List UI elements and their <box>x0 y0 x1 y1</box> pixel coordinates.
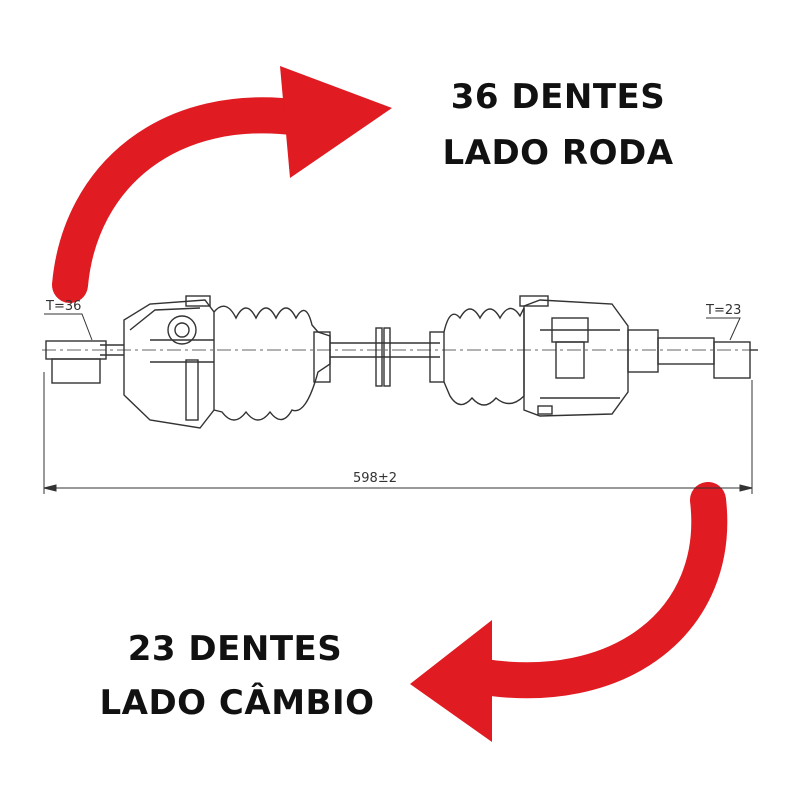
length-dimension-label: 598±2 <box>353 471 397 486</box>
arrow-top <box>52 66 392 303</box>
arrow-bottom-head <box>410 620 492 742</box>
arrow-bottom-shaft <box>460 482 728 699</box>
wheel-side-label: LADO RODA <box>442 133 674 173</box>
right-spline-leader <box>706 317 741 341</box>
wheel-side-teeth-label: 36 DENTES <box>450 77 666 117</box>
left-spline-leader <box>44 313 93 341</box>
arrow-top-head <box>280 66 392 178</box>
left-spline-label: T=36 <box>45 299 81 314</box>
outer-cv-joint <box>123 295 215 429</box>
inner-cv-joint <box>519 295 629 417</box>
right-spline-label: T=23 <box>705 303 741 318</box>
gearbox-side-teeth-label: 23 DENTES <box>127 629 343 669</box>
left-stub-shaft <box>45 340 124 384</box>
inner-boot <box>443 307 525 406</box>
arrow-bottom <box>410 482 728 742</box>
main-shaft <box>313 327 445 387</box>
length-dimension-line <box>43 372 753 494</box>
arrow-top-shaft <box>52 97 318 303</box>
outer-boot <box>213 305 331 421</box>
axle-drawing <box>42 295 760 494</box>
right-stub-shaft <box>627 329 758 379</box>
gearbox-side-label: LADO CÂMBIO <box>99 683 375 723</box>
